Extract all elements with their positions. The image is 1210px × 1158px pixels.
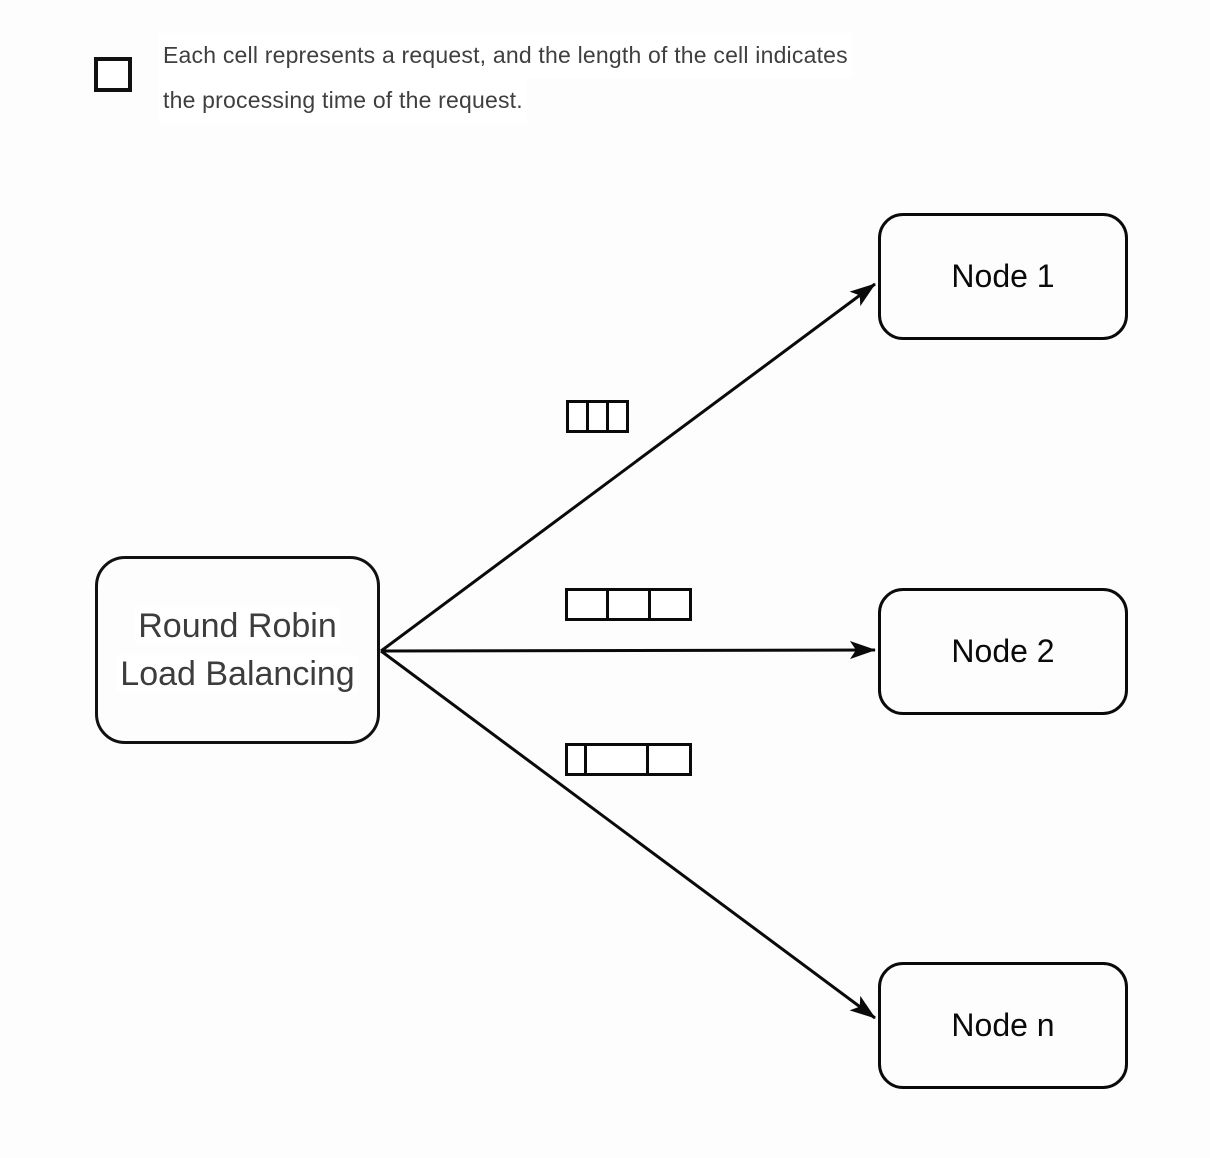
request-cell — [648, 588, 692, 621]
node-1-box: Node 1 — [878, 213, 1128, 340]
node-n-box: Node n — [878, 962, 1128, 1089]
legend-caption: Each cell represents a request, and the … — [159, 33, 852, 123]
node-2-box: Node 2 — [878, 588, 1128, 715]
request-cell-legend-icon — [94, 57, 132, 92]
request-group-node-n — [565, 743, 692, 776]
request-group-node-1 — [566, 400, 629, 433]
load-balancer-label-line1: Round Robin — [135, 607, 340, 645]
load-balancer-box: Round Robin Load Balancing — [95, 556, 380, 744]
request-cell — [584, 743, 649, 776]
node-1-label: Node 1 — [951, 258, 1055, 294]
legend-caption-line1: Each cell represents a request, and the … — [159, 33, 852, 78]
arrow-to-node-n — [380, 649, 876, 1020]
request-cell — [606, 400, 629, 433]
arrow-to-node-2 — [380, 641, 876, 660]
node-n-label: Node n — [951, 1007, 1055, 1043]
request-group-node-2 — [565, 588, 692, 621]
legend-caption-line2: the processing time of the request. — [159, 78, 527, 123]
request-cell — [606, 588, 651, 621]
load-balancer-label: Round Robin Load Balancing — [117, 602, 358, 698]
request-cell — [565, 588, 609, 621]
load-balancer-label-line2: Load Balancing — [117, 655, 358, 693]
node-2-label: Node 2 — [951, 633, 1055, 669]
request-cell — [646, 743, 692, 776]
